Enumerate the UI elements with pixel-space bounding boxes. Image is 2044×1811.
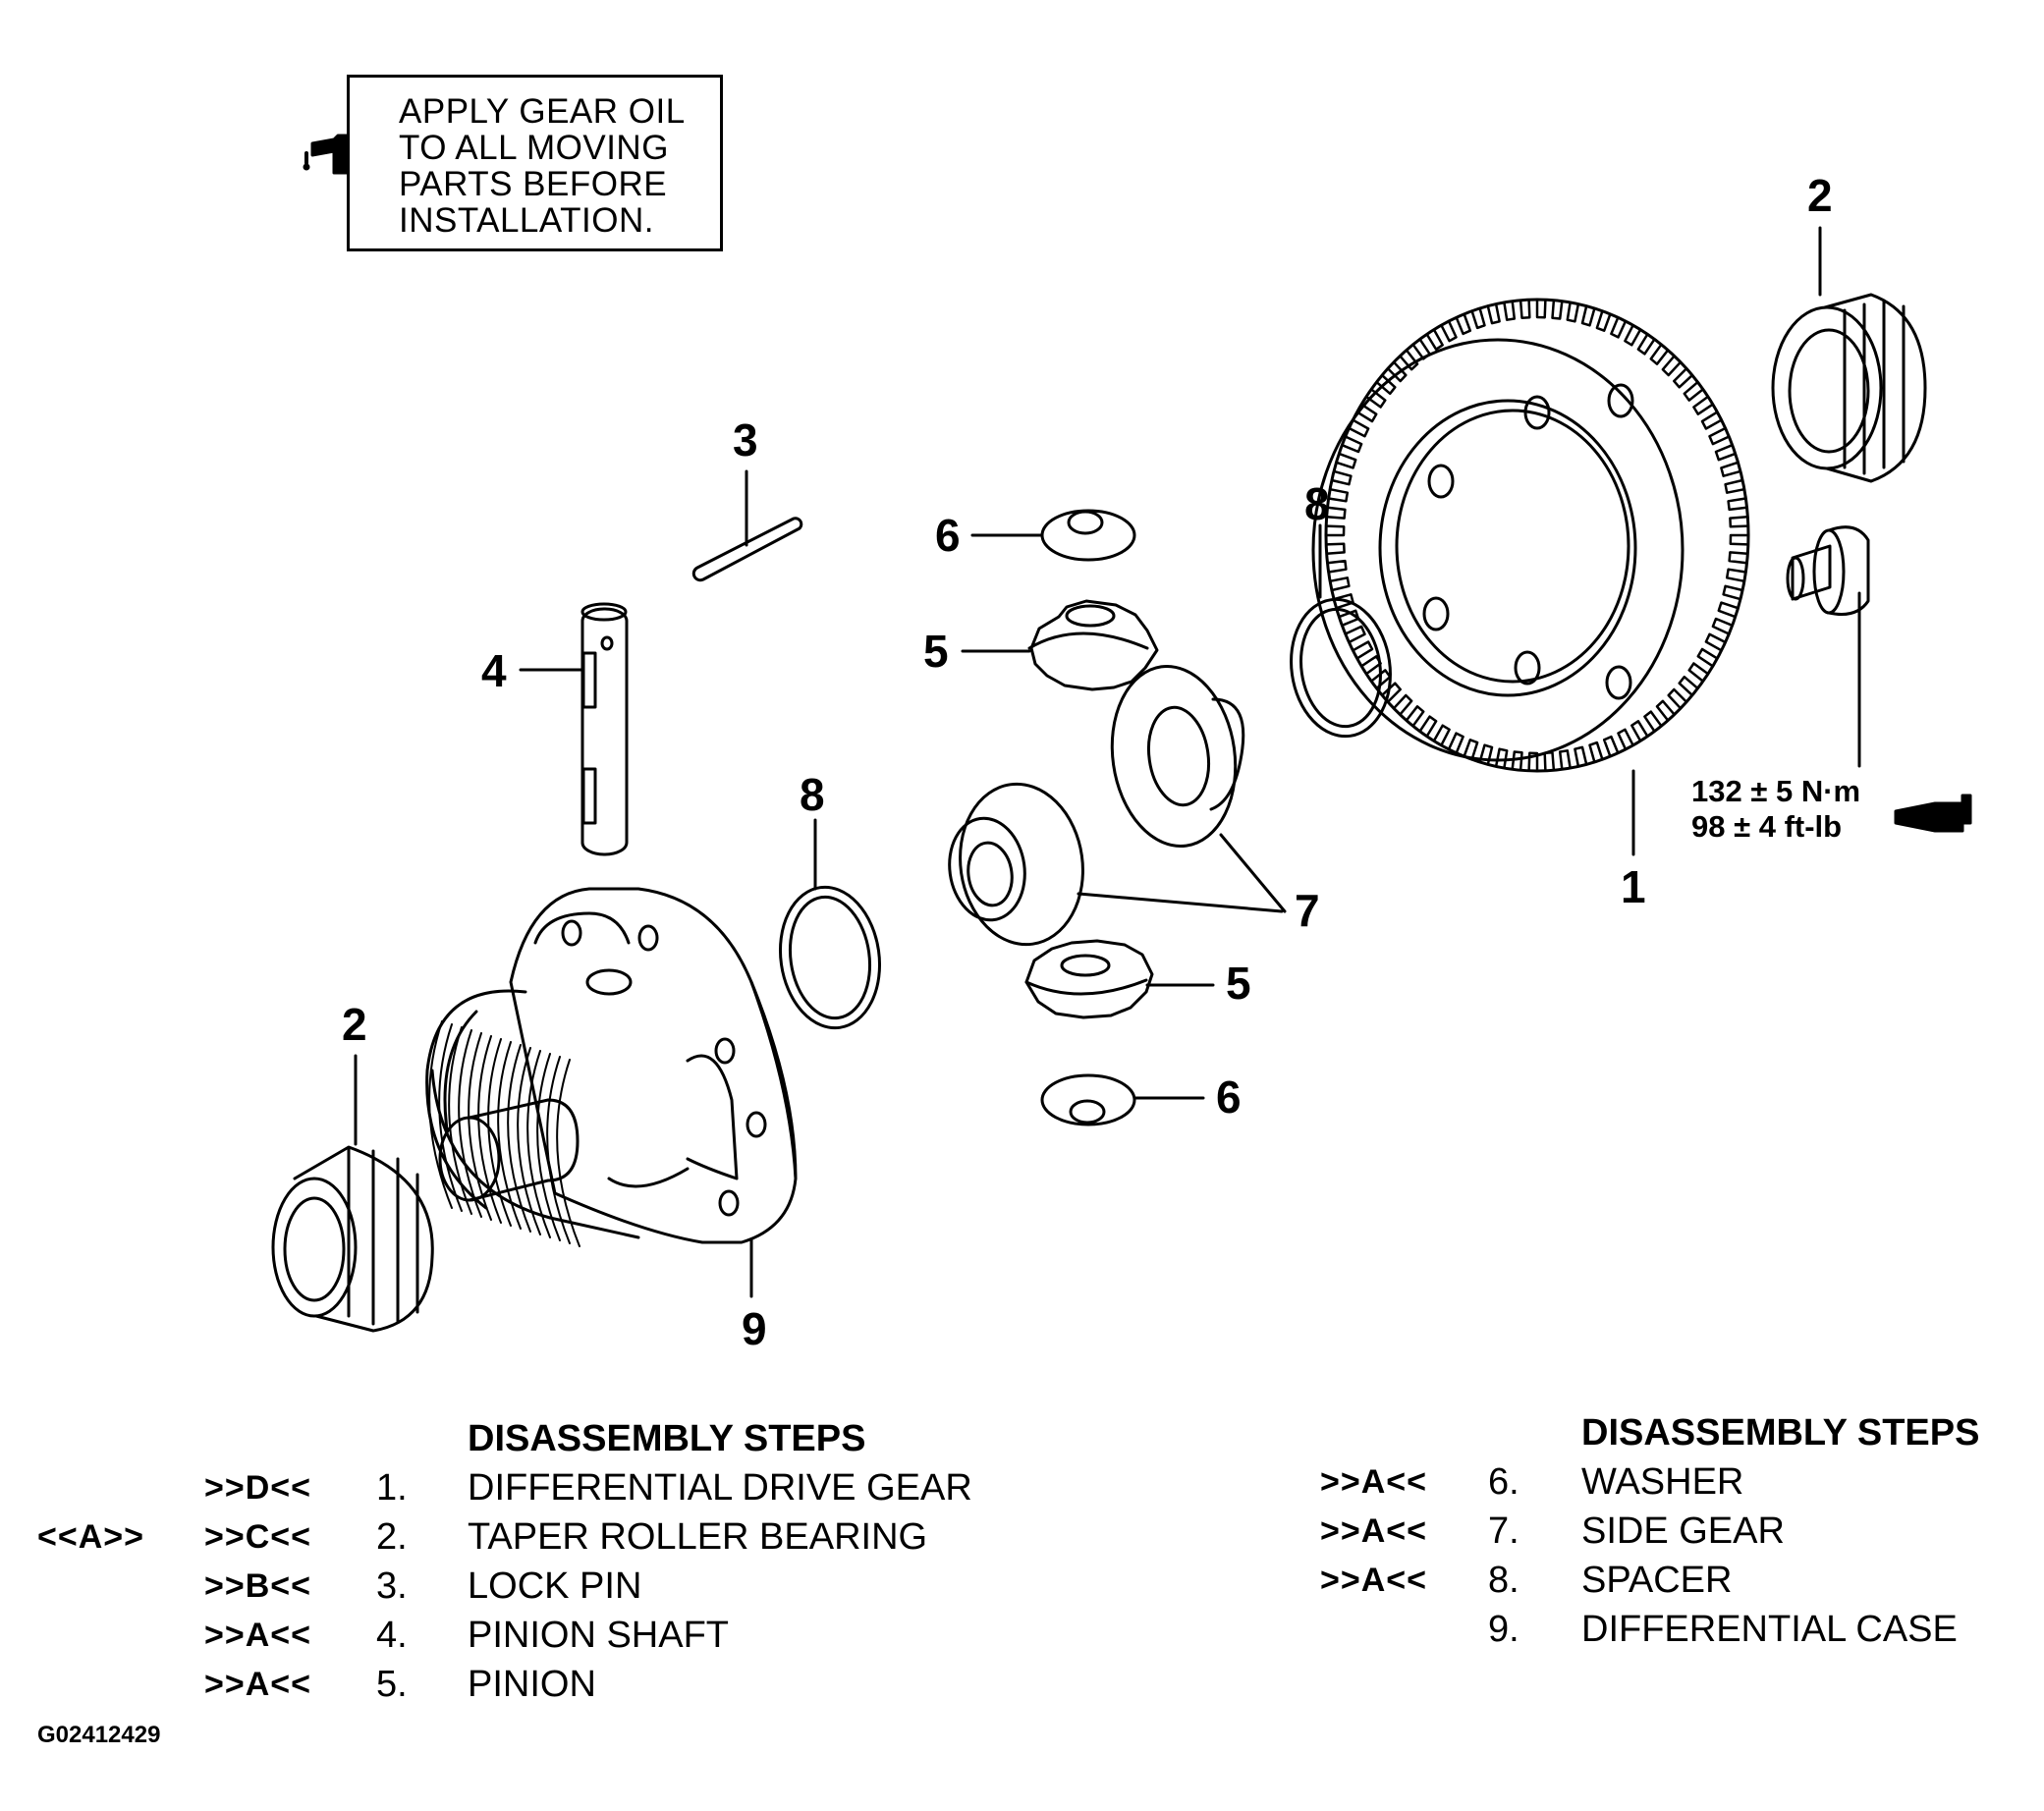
torque-spec: 132 ± 5 N·m 98 ± 4 ft-lb	[1691, 774, 1860, 845]
gear-oil-note-text: APPLY GEAR OIL TO ALL MOVING PARTS BEFOR…	[399, 92, 686, 240]
steps-table-left: DISASSEMBLY STEPS >>D<< 1. DIFFERENTIAL DR…	[0, 1414, 1061, 1709]
callout-2-bottom: 2	[342, 999, 367, 1050]
callout-5-top: 5	[923, 626, 949, 677]
step-num: 7.	[1488, 1510, 1519, 1552]
steps-heading-right: DISASSEMBLY STEPS	[1581, 1412, 1980, 1454]
step-name: DIFFERENTIAL DRIVE GEAR	[468, 1467, 972, 1509]
callout-2-top: 2	[1807, 170, 1833, 221]
step-code: >>B<<	[204, 1567, 311, 1605]
step-num: 1.	[376, 1467, 408, 1509]
step-name: PINION	[468, 1664, 596, 1705]
step-row: 9. DIFFERENTIAL CASE	[1306, 1605, 2033, 1654]
step-num: 2.	[376, 1516, 408, 1558]
figure-id: G02412429	[37, 1722, 161, 1748]
spacer-right	[1290, 523, 1392, 739]
taper-roller-bearing-bottom	[271, 1054, 434, 1333]
steps-table-right: DISASSEMBLY STEPS >>A<< 6. WASHER >>A<< 7. SI…	[1306, 1408, 2033, 1654]
torque-metric: 132 ± 5 N·m	[1691, 774, 1861, 808]
step-code: >>A<<	[1320, 1463, 1427, 1501]
step-name: SPACER	[1581, 1560, 1733, 1601]
callout-4: 4	[481, 645, 507, 696]
callout-7: 7	[1295, 885, 1320, 936]
step-num: 8.	[1488, 1560, 1519, 1601]
step-code: >>A<<	[1320, 1562, 1427, 1599]
callout-3: 3	[733, 414, 758, 466]
callout-8-left: 8	[800, 769, 825, 820]
differential-case	[425, 887, 798, 1298]
step-name: WASHER	[1581, 1461, 1744, 1503]
step-num: 5.	[376, 1664, 408, 1705]
step-name: TAPER ROLLER BEARING	[468, 1516, 928, 1558]
pinion-top	[961, 599, 1159, 691]
step-code: >>C<<	[204, 1518, 311, 1556]
differential-drive-gear	[1311, 298, 1750, 856]
step-row: <<A>> >>C<< 2. TAPER ROLLER BEARING	[0, 1512, 1061, 1562]
step-row: >>A<< 8. SPACER	[1306, 1556, 2033, 1605]
side-gear-upper	[1110, 664, 1287, 913]
step-num: 9.	[1488, 1609, 1519, 1650]
pinion-bottom	[1024, 939, 1215, 1019]
step-row: >>D<< 1. DIFFERENTIAL DRIVE GEAR	[0, 1463, 1061, 1512]
taper-roller-bearing-top	[1771, 226, 1927, 483]
step-code: >>D<<	[204, 1469, 311, 1507]
callout-5-bottom: 5	[1226, 958, 1251, 1009]
sealant-tube-icon	[1894, 794, 1972, 833]
step-code: >>A<<	[1320, 1512, 1427, 1550]
lock-pin	[691, 469, 803, 582]
gear-oil-note: APPLY GEAR OIL TO ALL MOVING PARTS BEFOR…	[347, 75, 723, 251]
step-pre: <<A>>	[37, 1518, 144, 1556]
steps-heading-left: DISASSEMBLY STEPS	[468, 1418, 866, 1459]
washer-top	[970, 509, 1136, 562]
step-row: >>A<< 4. PINION SHAFT	[0, 1611, 1061, 1660]
ring-gear-bolt	[1786, 525, 1870, 768]
callout-8-right: 8	[1304, 478, 1330, 529]
torque-imperial: 98 ± 4 ft-lb	[1691, 809, 1843, 844]
step-num: 3.	[376, 1565, 408, 1607]
step-row: >>A<< 6. WASHER	[1306, 1457, 2033, 1507]
step-code: >>A<<	[204, 1617, 311, 1654]
step-name: PINION SHAFT	[468, 1615, 730, 1656]
step-name: SIDE GEAR	[1581, 1510, 1785, 1552]
step-row: >>A<< 7. SIDE GEAR	[1306, 1507, 2033, 1556]
callout-9: 9	[742, 1303, 767, 1354]
step-name: LOCK PIN	[468, 1565, 642, 1607]
step-code: >>A<<	[204, 1666, 311, 1703]
step-num: 6.	[1488, 1461, 1519, 1503]
callout-1: 1	[1621, 861, 1646, 912]
step-name: DIFFERENTIAL CASE	[1581, 1609, 1958, 1650]
washer-bottom	[1040, 1073, 1205, 1126]
callout-6-top: 6	[935, 510, 961, 561]
pinion-shaft	[519, 602, 629, 856]
step-row: >>B<< 3. LOCK PIN	[0, 1562, 1061, 1611]
step-num: 4.	[376, 1615, 408, 1656]
side-gear-lower	[948, 782, 1284, 947]
step-row: >>A<< 5. PINION	[0, 1660, 1061, 1709]
callout-6-bottom: 6	[1216, 1071, 1242, 1123]
spacer-left	[778, 818, 882, 1030]
